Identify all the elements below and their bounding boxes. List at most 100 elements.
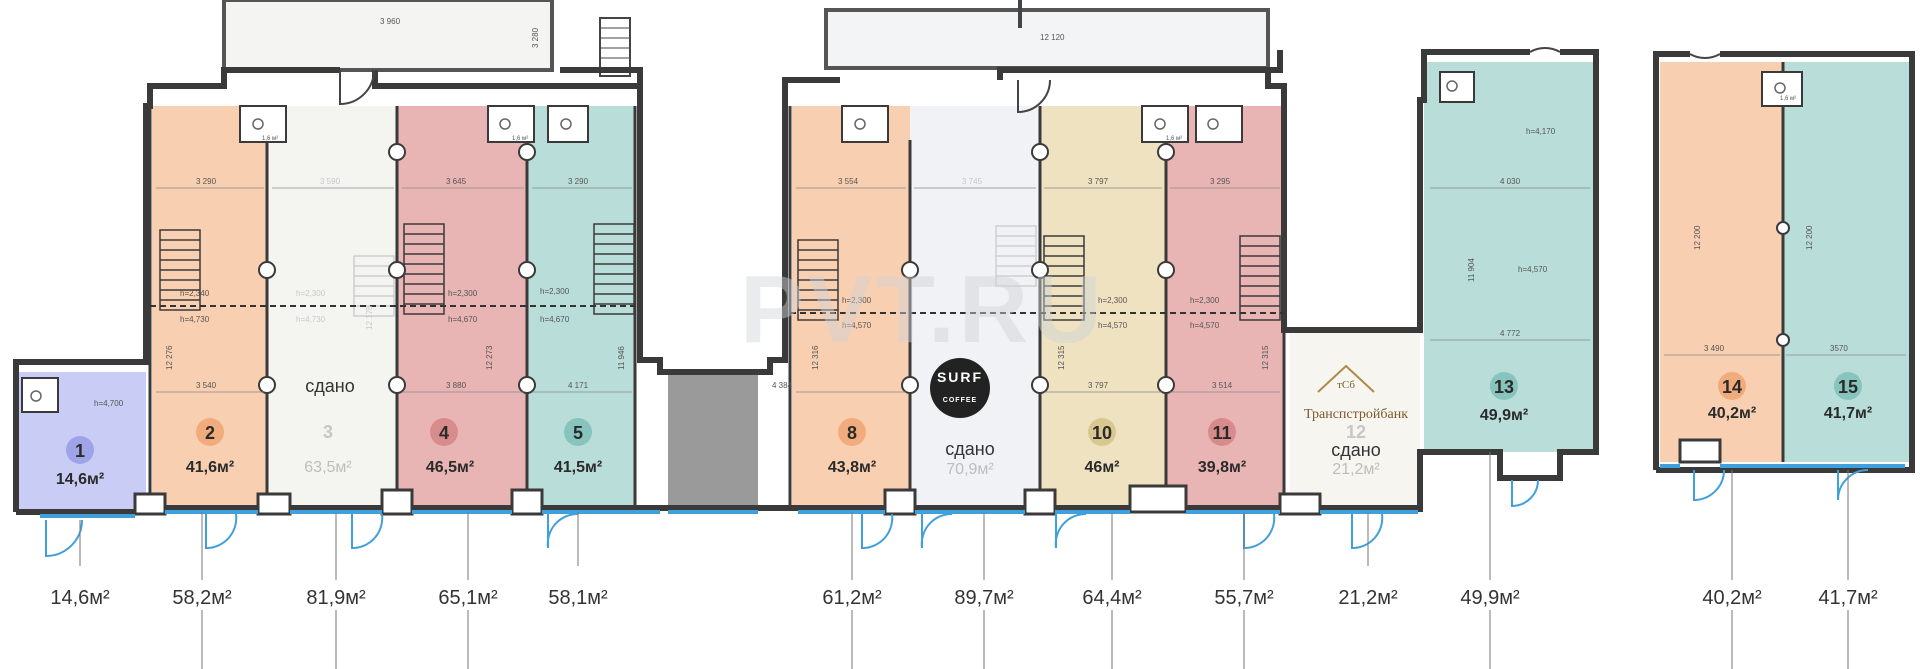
unit-15-label: 15 41,7м²: [1824, 372, 1872, 422]
total-15: 41,7м²: [1818, 587, 1878, 609]
svg-text:3 797: 3 797: [1088, 177, 1109, 186]
unit-8-area: 43,8м²: [828, 459, 876, 476]
doors[interactable]: [45, 469, 1869, 558]
svg-text:12 200: 12 200: [1805, 225, 1814, 250]
svg-text:3570: 3570: [1830, 344, 1848, 353]
wc-toilets: [30, 80, 1786, 402]
total-3: 81,9м²: [306, 587, 366, 609]
svg-text:3 590: 3 590: [320, 177, 341, 186]
dim-terrace-left-v: 3 280: [531, 27, 540, 48]
surf-logo-top: SURF: [937, 369, 983, 385]
svg-text:3 540: 3 540: [196, 381, 217, 390]
svg-text:1,6 м²: 1,6 м²: [262, 136, 278, 142]
svg-text:12 315: 12 315: [1057, 345, 1066, 370]
svg-text:h=4,670: h=4,670: [540, 315, 570, 324]
svg-text:h=4,570: h=4,570: [1098, 321, 1128, 330]
unit-2-label: 2 41,6м²: [186, 418, 234, 476]
top-terraces: 3 960 3 280 12 120: [222, 0, 1270, 77]
svg-text:h=2,300: h=2,300: [842, 296, 872, 305]
unit-1-label: 1 14,6м²: [56, 436, 104, 488]
unit-2-area: 41,6м²: [186, 459, 234, 476]
unit-14-area: 40,2м²: [1708, 405, 1756, 422]
svg-text:h=2,300: h=2,300: [1098, 296, 1128, 305]
unit-15-number: 15: [1838, 377, 1858, 397]
svg-text:h=2,300: h=2,300: [296, 289, 326, 298]
unit-5-number: 5: [573, 423, 583, 443]
unit-12-label: тСб Транспстройбанк 12 сдано 21,2м²: [1304, 364, 1408, 478]
units-left-block: [16, 106, 758, 512]
svg-text:3 490: 3 490: [1704, 344, 1725, 353]
unit-3-area: 63,5м²: [304, 459, 352, 476]
unit-12-status: сдано: [1331, 440, 1380, 460]
unit-15-fill[interactable]: [1783, 62, 1910, 462]
terrace-left: [222, 0, 554, 72]
stair-11: [1239, 235, 1281, 321]
stair-2: [159, 229, 201, 311]
mezzanine-stairs: [159, 223, 1281, 321]
unit-12-number: 12: [1346, 422, 1366, 442]
unit-9-fill[interactable]: [910, 106, 1040, 508]
units-middle-block: [792, 62, 1594, 508]
mezzanine-lines: [150, 305, 1284, 314]
dim-lines: [156, 187, 1906, 393]
total-12: 21,2м²: [1338, 587, 1398, 609]
dim-terrace-left: 3 960: [380, 17, 401, 26]
total-5: 58,1м²: [548, 587, 608, 609]
unit-13-number: 13: [1494, 377, 1514, 397]
svg-text:h=4,570: h=4,570: [1518, 265, 1548, 274]
stair-5: [593, 223, 635, 315]
unit-11-number: 11: [1212, 423, 1231, 443]
unit-3-status: сдано: [305, 376, 354, 396]
svg-text:h=4,170: h=4,170: [1526, 127, 1556, 136]
unit-12-fill[interactable]: [1290, 330, 1420, 508]
svg-text:h=4,700: h=4,700: [94, 399, 124, 408]
svg-text:4 030: 4 030: [1500, 177, 1521, 186]
unit-13-area: 49,9м²: [1480, 407, 1528, 424]
bank-name: Транспстройбанк: [1304, 407, 1408, 422]
svg-text:3 797: 3 797: [1088, 381, 1109, 390]
unit-3-label: сдано 3 63,5м²: [304, 376, 354, 476]
svg-text:12 316: 12 316: [811, 345, 820, 370]
svg-text:h=2,300: h=2,300: [1190, 296, 1220, 305]
unit-10-label: 10 46м²: [1085, 418, 1119, 476]
unit-4-label: 4 46,5м²: [426, 418, 474, 476]
unit-13-label: 13 49,9м²: [1480, 372, 1528, 424]
piers: [133, 438, 1722, 516]
svg-text:11 904: 11 904: [1467, 258, 1476, 282]
svg-text:3 295: 3 295: [1210, 177, 1231, 186]
doors-top: [339, 47, 1721, 114]
unit-1-number: 1: [75, 441, 85, 461]
total-4: 65,1м²: [438, 587, 498, 609]
svg-text:h=4,670: h=4,670: [448, 315, 478, 324]
total-9: 89,7м²: [954, 587, 1014, 609]
columns: [258, 143, 1790, 394]
svg-text:4 171: 4 171: [568, 381, 589, 390]
svg-text:12 276: 12 276: [165, 345, 174, 370]
svg-text:4 772: 4 772: [1500, 329, 1521, 338]
unit-14-fill[interactable]: [1660, 62, 1783, 462]
svg-text:12 273: 12 273: [485, 345, 494, 370]
total-14: 40,2м²: [1702, 587, 1762, 609]
unit-15-area: 41,7м²: [1824, 405, 1872, 422]
svg-text:3 290: 3 290: [568, 177, 589, 186]
svg-text:3 880: 3 880: [446, 381, 467, 390]
unit-14-number: 14: [1722, 377, 1742, 397]
total-2: 58,2м²: [172, 587, 232, 609]
wc-blocks: [21, 71, 1803, 413]
svg-text:h=4,570: h=4,570: [1190, 321, 1220, 330]
unit-10-number: 10: [1092, 423, 1112, 443]
ceiling-heights: h=4,700 h=2,340 h=4,730 h=2,300 h=4,730 …: [94, 127, 1556, 408]
dim-terrace-mid: 12 120: [1040, 33, 1065, 42]
total-10: 64,4м²: [1082, 587, 1142, 609]
unit-2-fill[interactable]: [152, 106, 267, 508]
unit-11-fill[interactable]: [1166, 106, 1284, 508]
unit-4-number: 4: [439, 423, 449, 443]
svg-text:h=2,300: h=2,300: [540, 287, 570, 296]
total-13: 49,9м²: [1460, 587, 1520, 609]
unit-11-area: 39,8м²: [1198, 459, 1246, 476]
unit-9-area: 70,9м²: [946, 461, 994, 478]
svg-text:3 514: 3 514: [1212, 381, 1233, 390]
unit-5-label: 5 41,5м²: [554, 418, 602, 476]
stair-9: [995, 225, 1037, 287]
